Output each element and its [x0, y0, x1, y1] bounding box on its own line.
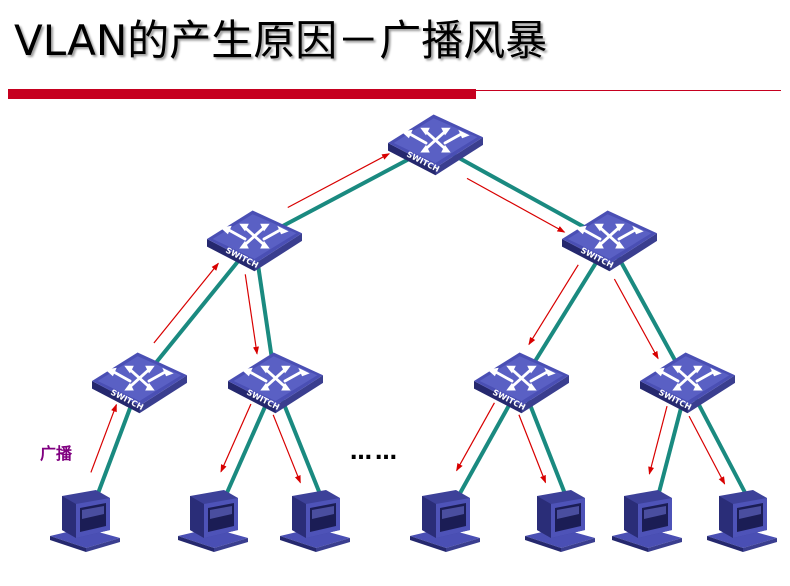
switch-aggregation-left: SWITCH	[205, 209, 304, 273]
broadcast-arrows	[90, 153, 726, 485]
link-s-r-s-rl	[519, 239, 612, 385]
switch-core: SWITCH	[386, 113, 485, 177]
ellipsis-more-nodes: ……	[350, 440, 400, 465]
computer-1-icon	[50, 490, 120, 552]
broadcast-arrow-s-lr-to-pc2	[220, 403, 252, 473]
broadcast-arrow-s-r-to-s-rl	[528, 264, 579, 346]
computer-4-icon	[410, 490, 480, 552]
network-nodes: SWITCH SWITCH SWITCH SWITCH SWITCH SWITCH SWIT…	[50, 113, 777, 552]
switch-access-4: SWITCH	[638, 351, 737, 415]
computer-3-icon	[280, 490, 350, 552]
broadcast-arrow-s-l-to-s-lr	[244, 274, 259, 355]
title-underline-thin	[476, 90, 781, 91]
switch-aggregation-right: SWITCH	[560, 209, 659, 273]
broadcast-arrow-pc1-to-s-ll	[90, 403, 117, 473]
broadcast-label: 广播	[40, 444, 73, 463]
computer-5-icon	[525, 490, 595, 552]
broadcast-arrow-s-l-to-s-root	[287, 153, 391, 209]
broadcast-arrow-s-root-to-s-r	[466, 177, 566, 233]
link-s-root-s-r	[434, 143, 611, 243]
network-links	[92, 143, 753, 505]
broadcast-arrow-s-rr-to-pc6	[648, 405, 668, 475]
switch-access-1: SWITCH	[90, 351, 189, 415]
link-s-r-s-rr	[607, 240, 690, 384]
broadcast-arrow-s-lr-to-pc3	[272, 414, 301, 484]
computer-6-icon	[612, 490, 682, 552]
slide-title: VLAN的产生原因－广播风暴	[14, 16, 548, 65]
computer-2-icon	[178, 490, 248, 552]
switch-access-2: SWITCH	[226, 351, 325, 415]
broadcast-arrow-s-ll-to-s-l	[153, 262, 219, 344]
computer-7-icon	[707, 490, 777, 552]
title-underline-thick	[8, 89, 476, 99]
broadcast-arrow-s-rl-to-pc4	[456, 402, 495, 472]
switch-access-3: SWITCH	[472, 351, 571, 415]
link-s-l-s-ll	[137, 239, 257, 385]
broadcast-arrow-s-rl-to-pc5	[518, 414, 547, 484]
broadcast-arrow-s-rr-to-pc7	[688, 415, 726, 485]
broadcast-arrow-s-r-to-s-rr	[613, 278, 659, 360]
link-s-root-s-l	[253, 143, 437, 243]
